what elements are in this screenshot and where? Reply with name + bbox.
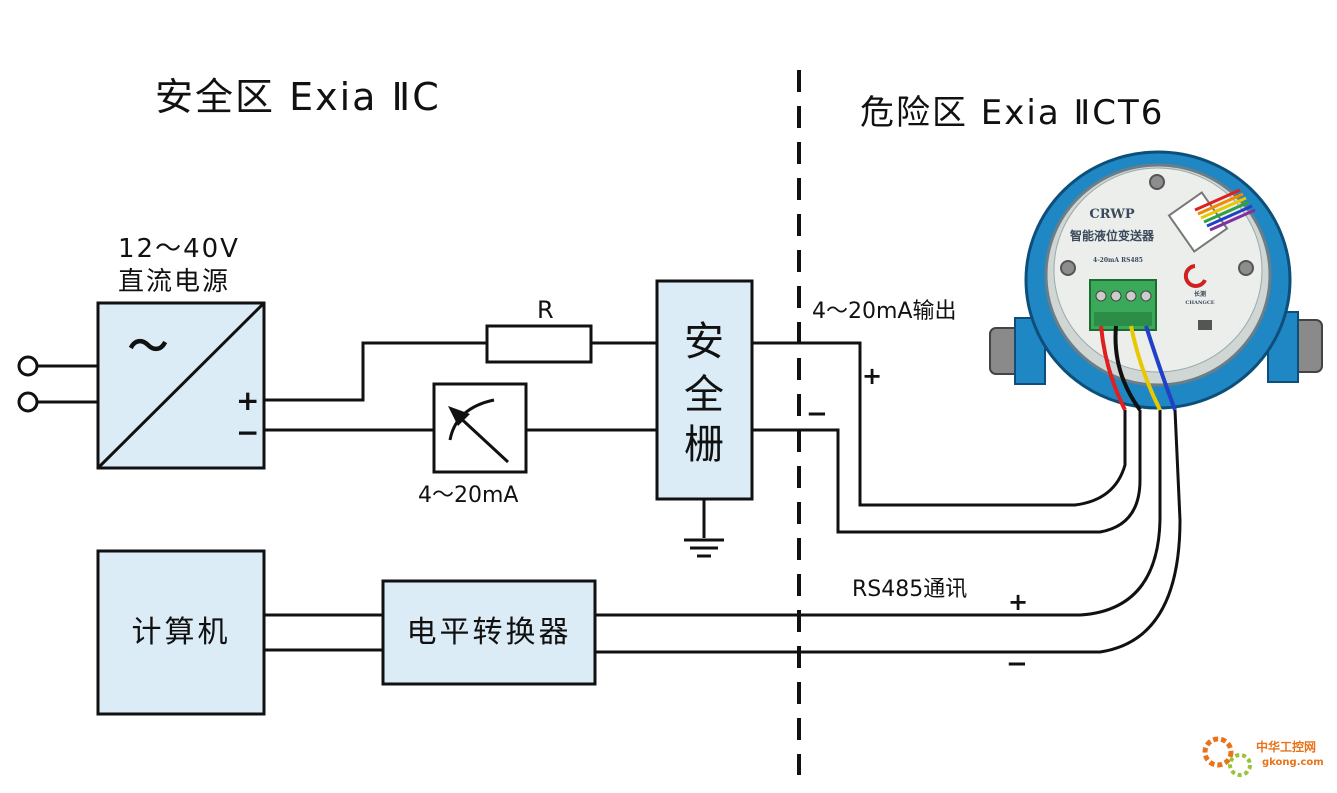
- barrier-char-1: 安: [684, 319, 724, 365]
- ribbon-cable: [1167, 188, 1256, 253]
- screw-icon: [1060, 260, 1076, 276]
- wire-positive: [264, 341, 487, 402]
- ground-symbol: [684, 499, 724, 558]
- output-minus: −: [806, 399, 828, 429]
- yellow-wire: [1129, 325, 1162, 411]
- gear-icon: [1228, 753, 1252, 777]
- output-plus: +: [862, 362, 882, 390]
- ac-symbol: ～: [128, 324, 168, 370]
- watermark-text: 中华工控网: [1256, 739, 1316, 754]
- computer-box: 计算机: [96, 549, 266, 716]
- input-terminal-1: [17, 355, 39, 377]
- safe-zone-title: 安全区 Exia ⅡC: [155, 75, 441, 119]
- black-wire: [1113, 325, 1142, 412]
- safety-barrier: 安 全 栅: [655, 279, 754, 501]
- terminal-block: [1089, 279, 1157, 331]
- power-voltage-label: 12～40V: [118, 234, 240, 264]
- level-transmitter-device: CRWP 智能液位变送器 4-20mA RS485 长测 CHANGCE: [989, 150, 1323, 412]
- output-positive-wire: [752, 341, 1127, 507]
- resistor: R: [485, 296, 593, 364]
- ammeter: [432, 382, 528, 474]
- rs485-label: RS485通讯: [852, 577, 967, 602]
- watermark: 中华工控网 gkong.com: [1202, 736, 1324, 777]
- output-label: 4～20mA输出: [812, 299, 956, 324]
- rs485-plus: +: [1008, 588, 1028, 616]
- input-terminal-2: [17, 391, 39, 413]
- power-name-label: 直流电源: [118, 267, 230, 297]
- gear-icon: [1202, 736, 1234, 768]
- converter-label: 电平转换器: [407, 615, 572, 650]
- power-plus: +: [236, 384, 259, 417]
- power-minus: −: [236, 416, 259, 449]
- brand-logo: 长测 CHANGCE: [1183, 264, 1215, 306]
- computer-label: 计算机: [132, 615, 231, 650]
- output-negative-wire: [752, 410, 1142, 534]
- hazard-zone-title: 危险区 Exia ⅡCT6: [860, 93, 1164, 133]
- resistor-label: R: [537, 296, 554, 324]
- red-wire: [1099, 325, 1127, 411]
- device-port: [1198, 320, 1212, 330]
- meter-label: 4～20mA: [418, 483, 518, 508]
- rs485-minus: −: [1006, 649, 1028, 679]
- watermark-url: gkong.com: [1262, 757, 1324, 768]
- rs485-negative-wire: [595, 409, 1182, 654]
- barrier-char-2: 全: [684, 372, 724, 418]
- rs485-positive-wire: [595, 410, 1162, 617]
- power-supply-box: ～ + −: [96, 301, 266, 470]
- blue-wire: [1144, 325, 1177, 411]
- device-model: CRWP: [1089, 207, 1134, 222]
- screw-icon: [1238, 260, 1254, 276]
- device-terminals-label: 4-20mA RS485: [1093, 257, 1143, 264]
- screw-icon: [1149, 174, 1165, 190]
- brand-name: 长测: [1194, 290, 1206, 298]
- brand-name-en: CHANGCE: [1185, 300, 1214, 306]
- barrier-char-3: 栅: [684, 422, 724, 468]
- level-converter-box: 电平转换器: [381, 579, 597, 686]
- device-name: 智能液位变送器: [1069, 228, 1155, 243]
